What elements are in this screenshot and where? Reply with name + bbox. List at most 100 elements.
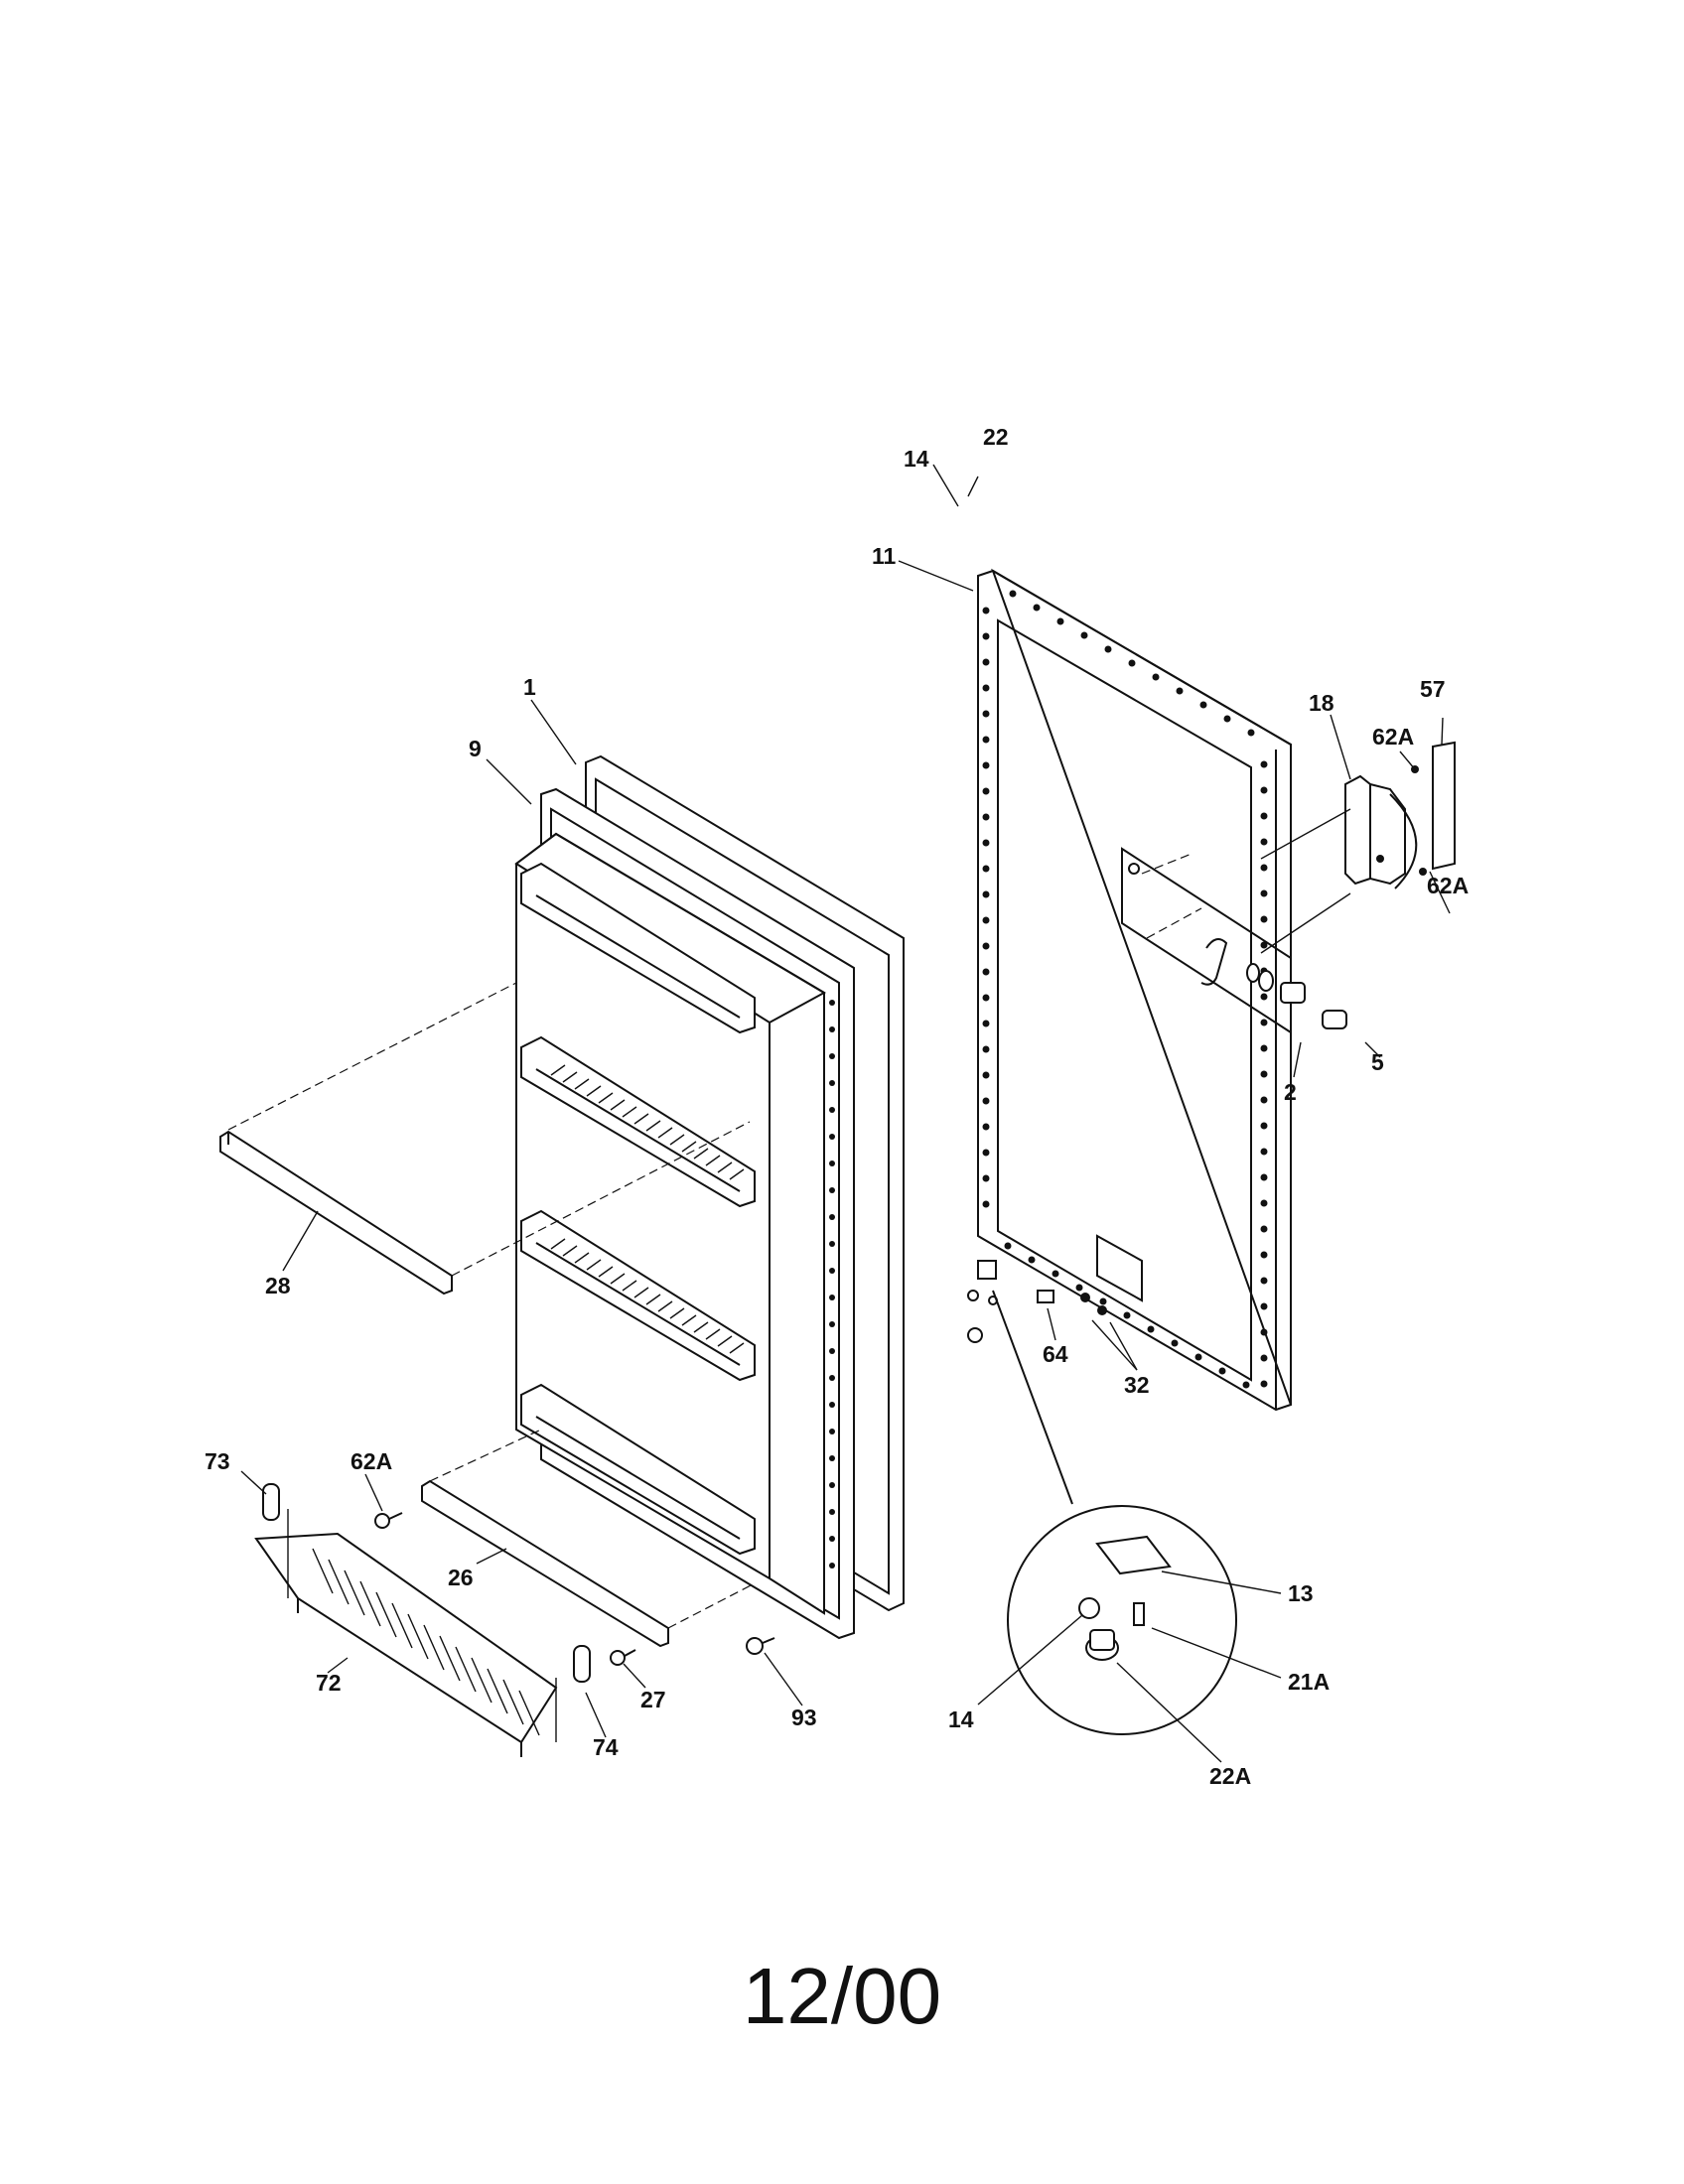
shelf-rib bbox=[657, 1127, 673, 1139]
panel-hole bbox=[982, 813, 990, 821]
panel-hole bbox=[1123, 1311, 1131, 1319]
liner-hole bbox=[829, 1295, 835, 1300]
panel-hole bbox=[982, 916, 990, 924]
liner-hole bbox=[829, 1455, 835, 1461]
panel-hole bbox=[1260, 760, 1268, 768]
door-handle-18 bbox=[1260, 774, 1418, 954]
screw-62A-left bbox=[374, 1512, 403, 1529]
panel-hole bbox=[982, 1045, 990, 1053]
outer-door-panel bbox=[977, 568, 1292, 1412]
liner-hole bbox=[829, 1402, 835, 1408]
liner-hole bbox=[829, 1429, 835, 1434]
shelf-rib bbox=[693, 1148, 709, 1160]
panel-hole bbox=[1223, 715, 1231, 723]
lock-assembly bbox=[1121, 847, 1347, 1034]
panel-hole bbox=[1128, 659, 1136, 667]
hinge-hardware bbox=[967, 1260, 1107, 1505]
panel-hole bbox=[982, 1123, 990, 1131]
liner-hole bbox=[829, 1160, 835, 1166]
panel-hole bbox=[982, 684, 990, 692]
label-22A: 22A bbox=[1209, 1763, 1251, 1789]
panel-hole bbox=[1247, 729, 1255, 737]
leader-lines bbox=[240, 464, 1451, 1763]
panel-hole bbox=[1260, 1019, 1268, 1026]
shelf-rib bbox=[729, 1168, 745, 1180]
liner-hole bbox=[829, 1134, 835, 1140]
label-18: 18 bbox=[1309, 690, 1334, 716]
basket-rib bbox=[359, 1580, 381, 1627]
panel-hole bbox=[1260, 1096, 1268, 1104]
panel-hole bbox=[982, 968, 990, 976]
basket-rib bbox=[312, 1548, 334, 1594]
label-27: 27 bbox=[640, 1687, 666, 1712]
panel-hole bbox=[1099, 1297, 1107, 1305]
basket-rib bbox=[375, 1591, 397, 1638]
label-9: 9 bbox=[469, 736, 482, 761]
panel-hole bbox=[982, 736, 990, 744]
panel-hole bbox=[1009, 590, 1017, 598]
panel-hole bbox=[1260, 915, 1268, 923]
label-62A-right: 62A bbox=[1427, 873, 1469, 898]
label-93: 93 bbox=[791, 1705, 817, 1730]
panel-hole bbox=[1052, 1270, 1059, 1278]
label-74: 74 bbox=[593, 1734, 619, 1760]
shelf-rib bbox=[705, 1328, 721, 1340]
shelf-rib bbox=[574, 1252, 590, 1264]
basket-rib bbox=[407, 1613, 429, 1660]
basket-rib bbox=[391, 1602, 413, 1649]
shelf-rib bbox=[622, 1280, 637, 1292]
panel-hole bbox=[1218, 1367, 1226, 1375]
panel-hole bbox=[1075, 1284, 1083, 1292]
shelf-rib bbox=[681, 1314, 697, 1326]
panel-hole bbox=[1004, 1242, 1012, 1250]
panel-hole bbox=[1260, 889, 1268, 897]
label-62A-left: 62A bbox=[351, 1448, 392, 1474]
label-32: 32 bbox=[1124, 1372, 1150, 1398]
panel-hole bbox=[982, 632, 990, 640]
panel-hole bbox=[982, 1174, 990, 1182]
door-shelf bbox=[520, 1383, 756, 1556]
panel-hole bbox=[982, 710, 990, 718]
liner-hole bbox=[829, 1348, 835, 1354]
panel-hole bbox=[982, 1149, 990, 1157]
label-13: 13 bbox=[1288, 1580, 1314, 1606]
basket-clip-74 bbox=[555, 1645, 591, 1742]
shelf-rib bbox=[693, 1321, 709, 1333]
shelf-rib bbox=[562, 1245, 578, 1257]
panel-hole bbox=[1260, 1251, 1268, 1259]
shelf-edge bbox=[535, 894, 741, 1019]
liner-hole bbox=[829, 1509, 835, 1515]
liner-hole bbox=[829, 1080, 835, 1086]
screw-93 bbox=[746, 1637, 775, 1655]
panel-hole bbox=[1260, 838, 1268, 846]
basket-rib bbox=[439, 1635, 461, 1682]
shelf-rib bbox=[562, 1071, 578, 1083]
part-labels: 22 14 11 1 9 18 62A 57 62A 5 2 28 64 32 … bbox=[205, 424, 1469, 1789]
panel-hole bbox=[1260, 1225, 1268, 1233]
basket-rib bbox=[518, 1690, 540, 1736]
trim-57 bbox=[1411, 741, 1456, 876]
panel-hole bbox=[1080, 631, 1088, 639]
shelf-rib bbox=[598, 1092, 614, 1104]
panel-hole bbox=[982, 761, 990, 769]
liner-hole bbox=[829, 1268, 835, 1274]
shelf-rib bbox=[669, 1134, 685, 1146]
liner-hole bbox=[829, 1053, 835, 1059]
liner-hole bbox=[829, 1107, 835, 1113]
panel-hole bbox=[982, 1200, 990, 1208]
shelf-rib bbox=[669, 1307, 685, 1319]
label-64: 64 bbox=[1043, 1341, 1068, 1367]
panel-hole bbox=[982, 865, 990, 873]
shelf-rib bbox=[610, 1273, 626, 1285]
panel-hole bbox=[1147, 1325, 1155, 1333]
panel-hole bbox=[1242, 1381, 1250, 1389]
date-code: 12/00 bbox=[743, 1952, 941, 2040]
door-liner bbox=[514, 832, 835, 1615]
panel-hole bbox=[1104, 645, 1112, 653]
panel-hole bbox=[1260, 1277, 1268, 1285]
label-28: 28 bbox=[265, 1273, 291, 1298]
shelf-bar-26 bbox=[421, 1429, 756, 1648]
label-5: 5 bbox=[1371, 1049, 1384, 1075]
label-73: 73 bbox=[205, 1448, 230, 1474]
